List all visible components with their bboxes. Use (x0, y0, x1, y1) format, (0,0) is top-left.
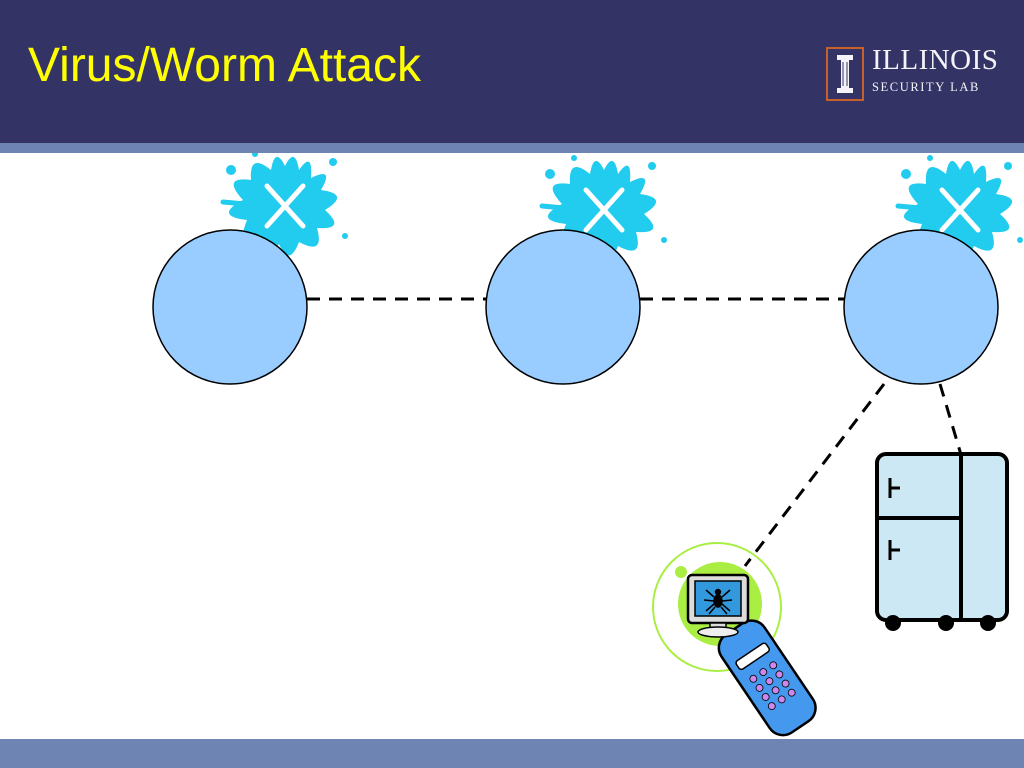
link-node3-fridge (938, 383, 964, 459)
network-node-2 (485, 229, 641, 385)
logo-subtitle-text: SECURITY LAB (872, 80, 980, 94)
network-node-3 (843, 229, 999, 385)
slide-title: Virus/Worm Attack (28, 39, 421, 92)
network-node-1 (152, 229, 308, 385)
link-node3-phone (743, 383, 886, 567)
fridge-icon (875, 452, 1009, 631)
network-diagram (152, 153, 1024, 737)
header-divider-bar (0, 143, 1024, 153)
slide-header: Virus/Worm Attack ILLINOIS SECURITY LAB (0, 0, 1024, 143)
infected-phone (652, 542, 817, 737)
slide-footer-bar (0, 739, 1024, 768)
illinois-block-i-icon (826, 47, 864, 101)
infected-monitor (686, 573, 750, 638)
logo-brand-text: ILLINOIS (872, 44, 999, 76)
spider-icon (703, 588, 733, 615)
illinois-security-lab-logo: ILLINOIS SECURITY LAB (826, 46, 1016, 102)
